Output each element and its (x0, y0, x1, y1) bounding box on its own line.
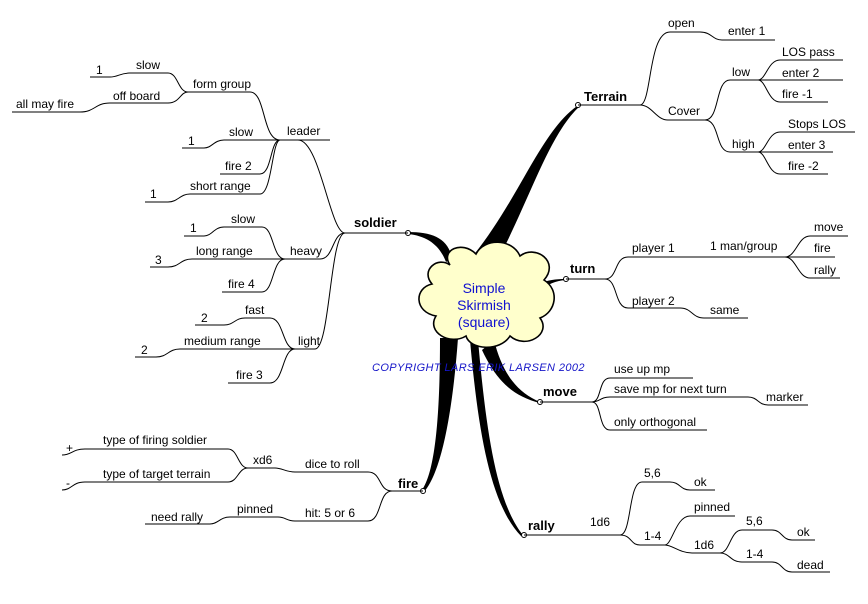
turn-player2: player 2 (632, 294, 675, 308)
fire-type-target: type of target terrain (103, 467, 210, 481)
rally-d6: 1d6 (590, 515, 610, 529)
soldier-heavy-slow: slow (231, 212, 255, 226)
terrain-high-los: Stops LOS (788, 117, 846, 131)
branch-terrain-trunk (468, 104, 580, 265)
move-orthogonal: only orthogonal (614, 415, 696, 429)
branch-soldier-trunk (408, 232, 452, 262)
terrain-low-fire: fire -1 (782, 87, 813, 101)
terrain-open: open (668, 16, 695, 30)
soldier-light-fast: fast (245, 303, 265, 317)
branch-rally-trunk (470, 340, 522, 536)
fire-branch: fire dice to roll xd6 type of firing sol… (61, 433, 426, 525)
turn-move: move (814, 220, 844, 234)
terrain-high-enter: enter 3 (788, 138, 826, 152)
center-title-line2: Skirmish (457, 297, 511, 313)
branch-move-trunk (482, 340, 540, 403)
soldier-heavy-long-value: 3 (155, 253, 162, 267)
rally-1-4-second: 1-4 (746, 547, 764, 561)
copyright-text: COPYRIGHT LARS ERIK LARSEN 2002 (372, 362, 585, 374)
turn-fire: fire (814, 241, 831, 255)
terrain-low-enter: enter 2 (782, 66, 820, 80)
soldier-fg-slow-value: 1 (96, 63, 103, 77)
terrain-branch: Terrain open enter 1 Cover low LOS pass … (575, 16, 855, 175)
fire-plus: + (66, 441, 73, 455)
rally-1-4: 1-4 (644, 529, 662, 543)
soldier-title: soldier (354, 215, 397, 230)
terrain-low: low (732, 65, 750, 79)
soldier-light-fire: fire 3 (236, 368, 263, 382)
rally-5-6-second: 5,6 (746, 514, 763, 528)
turn-branch: turn player 1 1 man/group move fire rall… (563, 220, 848, 319)
soldier-off-board: off board (113, 89, 160, 103)
soldier-light: light (298, 334, 321, 348)
fire-pinned: pinned (237, 502, 273, 516)
soldier-heavy-fire: fire 4 (228, 277, 255, 291)
soldier-leader-slow: slow (229, 125, 253, 139)
terrain-low-los: LOS pass (782, 45, 835, 59)
turn-same: same (710, 303, 740, 317)
cloud-shape (418, 241, 555, 349)
soldier-leader-short: short range (190, 179, 251, 193)
soldier-heavy: heavy (290, 244, 322, 258)
fire-need-rally: need rally (151, 510, 203, 524)
terrain-high-fire: fire -2 (788, 159, 819, 173)
fire-hit: hit: 5 or 6 (305, 506, 355, 520)
rally-title: rally (528, 518, 556, 533)
soldier-leader-fire: fire 2 (225, 159, 252, 173)
terrain-high: high (732, 137, 755, 151)
soldier-branch: soldier form group slow 1 off board all … (12, 58, 411, 384)
move-save: save mp for next turn (614, 382, 727, 396)
soldier-all-fire: all may fire (16, 97, 74, 111)
rally-dead: dead (797, 558, 824, 572)
rally-d6-second: 1d6 (694, 538, 714, 552)
move-title: move (543, 384, 577, 399)
soldier-form-group: form group (193, 77, 251, 91)
rally-branch: rally 1d6 5,6 ok 1-4 pinned 1d6 5,6 ok 1… (521, 466, 830, 573)
center-title-line1: Simple (463, 280, 506, 296)
turn-rally: rally (814, 263, 836, 277)
soldier-leader: leader (287, 124, 320, 138)
terrain-open-enter: enter 1 (728, 24, 766, 38)
fire-type-firing: type of firing soldier (103, 433, 207, 447)
rally-5-6: 5,6 (644, 466, 661, 480)
soldier-heavy-long: long range (196, 244, 253, 258)
branch-fire-trunk (422, 338, 458, 492)
center-title-line3: (square) (458, 314, 510, 330)
soldier-fg-slow: slow (136, 58, 160, 72)
soldier-leader-slow-value: 1 (188, 134, 195, 148)
fire-title: fire (398, 476, 418, 491)
turn-per-man: 1 man/group (710, 239, 778, 253)
move-branch: move use up mp save mp for next turn mar… (537, 362, 808, 431)
move-use-up: use up mp (614, 362, 670, 376)
turn-player1: player 1 (632, 241, 675, 255)
rally-ok-second: ok (797, 525, 811, 539)
soldier-light-fast-value: 2 (201, 311, 208, 325)
terrain-title: Terrain (584, 89, 627, 104)
move-marker: marker (766, 390, 803, 404)
soldier-light-medium-value: 2 (141, 343, 148, 357)
rally-ok: ok (694, 475, 708, 489)
fire-xd6: xd6 (253, 453, 273, 467)
terrain-cover: Cover (668, 104, 700, 118)
soldier-light-medium: medium range (184, 334, 261, 348)
soldier-leader-short-value: 1 (150, 187, 157, 201)
soldier-heavy-slow-value: 1 (190, 221, 197, 235)
central-cloud: Simple Skirmish (square) (418, 241, 555, 349)
rally-pinned: pinned (694, 500, 730, 514)
fire-minus: - (66, 476, 70, 490)
fire-dice: dice to roll (305, 457, 360, 471)
turn-title: turn (570, 261, 595, 276)
